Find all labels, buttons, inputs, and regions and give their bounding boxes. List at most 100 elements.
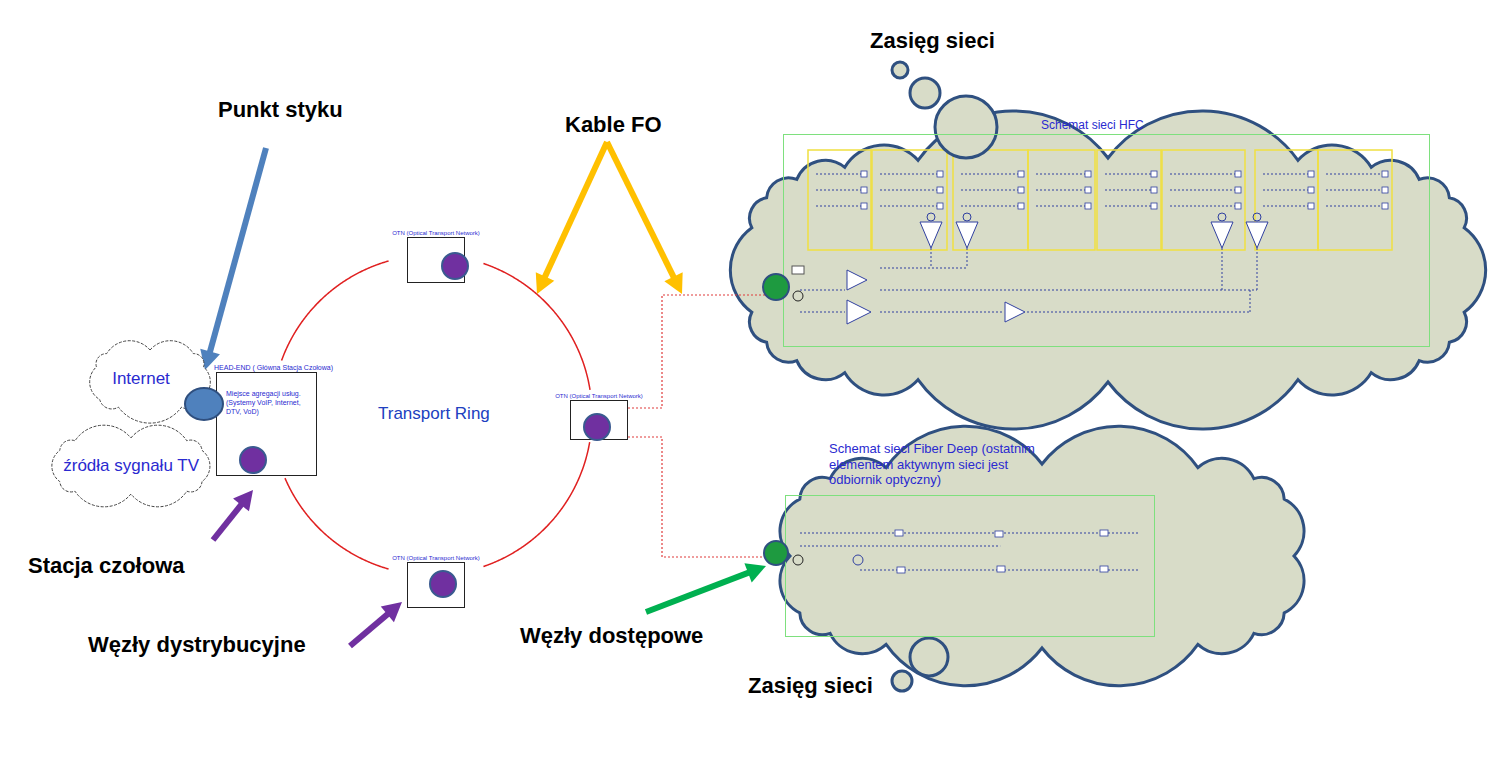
node-heading: HEAD-END ( Główna Stacja Czołowa) [214,363,333,372]
coax-line [967,248,968,268]
bubble [910,638,948,676]
node-heading: OTN (Optical Transport Network) [391,230,481,236]
internet-cloud: Internet [88,342,212,416]
coax-line [1326,206,1386,207]
coax-line [961,206,1022,207]
tap-symbol [897,567,905,573]
tap-symbol [1235,187,1241,193]
tap-symbol [1308,203,1314,209]
coax-line [961,190,1022,191]
callout-arrow-head [744,563,766,582]
ring-fiber-link [282,261,389,361]
tap-symbol [1308,187,1314,193]
tap-symbol [1235,171,1241,177]
coax-line [1250,290,1251,312]
hfc-network-frame: Schemat sieci HFC [783,134,1430,347]
coax-line [800,533,1140,534]
coax-line [800,312,845,313]
cloud-shape [90,341,211,423]
coax-line [1036,174,1089,175]
coax-line [1263,206,1312,207]
access-node-marker [763,274,789,300]
coax-line [880,268,967,269]
coax-line [816,174,865,175]
tap-symbol [1382,171,1388,177]
otn-box: OTN (Optical Transport Network) [407,237,465,283]
coax-line [1263,174,1312,175]
otn-box: OTN (Optical Transport Network) [407,562,465,608]
cloud-label: Internet [112,369,170,389]
tap-symbol [995,531,1003,537]
bubble [892,62,908,78]
tap-symbol [997,566,1005,572]
tap-symbol [861,203,867,209]
amplifier-symbol [1005,302,1025,322]
building-outline [808,150,871,250]
thought-bubbles [892,62,997,691]
callout-arrow-head [536,272,555,294]
callout-label: Zasięg sieci [870,28,995,54]
fiber-deep-frame: Schemat sieci Fiber Deep (ostatnim eleme… [785,495,1155,637]
amplifier-symbol [956,222,978,248]
coax-line [1263,190,1312,191]
tap-symbol [1151,171,1157,177]
callout-arrow-shaft [350,613,389,646]
receiver-symbol [792,266,804,274]
coax-line [1170,190,1239,191]
callout-label: Stacja czołowa [28,553,185,579]
coax-line [1105,190,1155,191]
ring-fiber-link [285,478,389,569]
receiver-symbol [793,555,803,565]
bubble [910,78,940,108]
building-outline [872,150,947,250]
building-outline [953,150,1028,250]
building-outline [1255,150,1318,250]
coax-line [1027,312,1250,313]
callout-label: Węzły dystrybucyjne [88,632,306,658]
splitter-symbol [853,555,863,565]
node-heading: OTN (Optical Transport Network) [554,393,644,399]
callout-arrow-shaft [213,503,242,540]
building-outline [1097,150,1161,250]
bubble [892,671,912,691]
building-outline [1318,150,1392,250]
tap-symbol [1100,566,1108,572]
coax-line [880,206,941,207]
amplifier-symbol [920,222,942,248]
node-heading: Schemat sieci Fiber Deep (ostatnim eleme… [829,441,1061,488]
coax-line [1036,190,1089,191]
callout-arrow-head [233,490,253,511]
coax-line [1105,174,1155,175]
coax-line [1105,206,1155,207]
callout-arrows [200,142,766,646]
tap-symbol [1018,203,1024,209]
coax-line [961,174,1022,175]
tap-symbol [861,171,867,177]
coax-line [816,190,865,191]
tap-symbol [1085,171,1091,177]
cloud-shape [52,425,210,507]
node-body: Miejsce agregacji usług. (Systemy VoIP, … [226,389,308,416]
amplifier-symbol [1211,222,1233,248]
coax-line [880,174,941,175]
tap-symbol [1151,203,1157,209]
callout-arrow-shaft [210,148,266,353]
splitter-symbol [1218,213,1226,221]
interconnect-point [185,388,223,420]
headend-marker [240,447,266,473]
headend-box: HEAD-END ( Główna Stacja Czołowa)Miejsce… [216,372,317,476]
access-fiber-link [628,295,783,408]
otn-box: OTN (Optical Transport Network) [570,400,628,440]
coax-line [1170,174,1239,175]
network-schematic [792,150,1392,573]
tap-symbol [1085,187,1091,193]
coax-line [800,546,1000,547]
splitter-symbol [963,213,971,221]
amplifier-symbol [847,300,871,324]
callout-arrow-shaft [607,142,674,279]
distribution-node-marker [430,571,456,597]
tap-symbol [861,187,867,193]
coax-line [880,290,1257,291]
coax-line [800,290,845,291]
tap-symbol [937,187,943,193]
